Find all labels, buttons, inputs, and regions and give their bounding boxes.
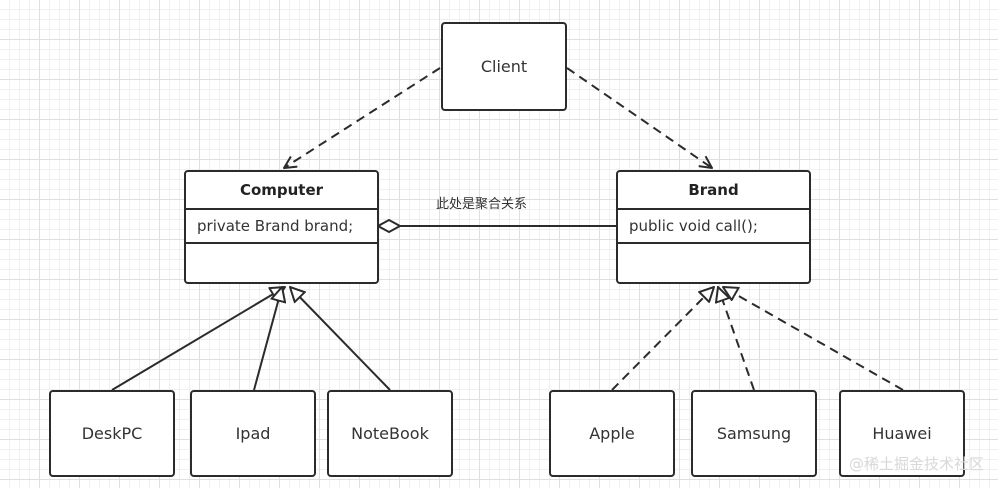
inheritance-notebook [290, 287, 391, 391]
brand-operations [618, 244, 809, 282]
computer-class-name: Computer [186, 172, 377, 210]
watermark: @稀土掘金技术社区 [848, 455, 984, 473]
huawei-box: Huawei [839, 390, 965, 477]
samsung-label: Samsung [716, 424, 792, 443]
samsung-box: Samsung [691, 390, 817, 477]
realization-samsung [718, 287, 755, 391]
deskpc-box: DeskPC [49, 390, 175, 477]
realization-huawei [723, 287, 904, 391]
client-label: Client [480, 57, 528, 76]
apple-label: Apple [589, 424, 635, 443]
inheritance-deskpc [111, 287, 285, 391]
aggregation-diamond [375, 218, 403, 234]
dependency-client-to-computer [284, 67, 441, 168]
apple-box: Apple [549, 390, 675, 477]
aggregation-label: 此处是聚合关系 [436, 197, 528, 212]
deskpc-label: DeskPC [81, 424, 143, 443]
realization-apple [611, 287, 714, 391]
brand-method: public void call(); [618, 210, 809, 244]
inheritance-ipad [253, 287, 282, 391]
ipad-box: Ipad [190, 390, 316, 477]
ipad-label: Ipad [235, 424, 271, 443]
computer-class: Computer private Brand brand; [184, 170, 379, 284]
dependency-client-to-brand [566, 67, 712, 168]
huawei-label: Huawei [872, 424, 932, 443]
computer-operations [186, 244, 377, 282]
brand-class-name: Brand [618, 172, 809, 210]
brand-class: Brand public void call(); [616, 170, 811, 284]
notebook-label: NoteBook [351, 424, 429, 443]
computer-attribute: private Brand brand; [186, 210, 377, 244]
client-box: Client [441, 22, 567, 111]
notebook-box: NoteBook [327, 390, 453, 477]
